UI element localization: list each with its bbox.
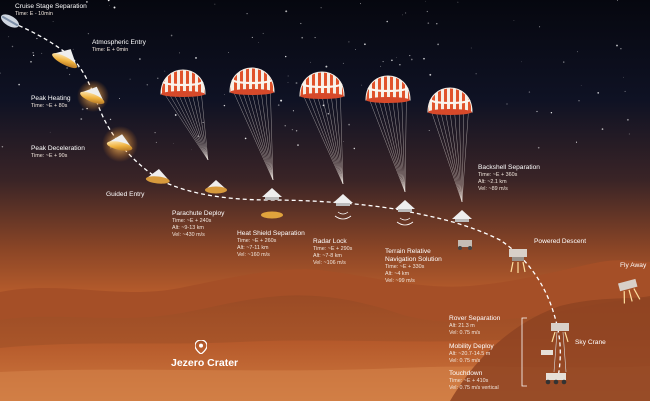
stage-title: Backshell Separation — [478, 164, 540, 171]
stage-detail: Vel: 0.75 m/s — [449, 357, 481, 364]
parachute-3 — [299, 71, 345, 185]
entry-capsule-1 — [52, 49, 78, 69]
entry-capsule-4 — [145, 169, 170, 184]
stage-label-fly-away: Fly Away — [620, 262, 646, 270]
rover-descent-1 — [458, 240, 472, 250]
stage-label-guided-entry: Guided Entry — [106, 191, 144, 199]
location-label: Jezero Crater — [171, 357, 239, 369]
stage-title: Sky Crane — [575, 339, 606, 346]
stage-detail: Alt: 21.3 m — [449, 323, 475, 330]
parachute-capsule — [205, 180, 227, 194]
stage-title: Rover Separation — [449, 315, 501, 322]
stage-detail: Time: E - 10min — [15, 11, 53, 18]
stage-detail: Vel: 0.75 m/s vertical — [449, 384, 499, 391]
stage-detail: Alt: ~7-11 km — [237, 244, 269, 251]
fly-away-stage — [618, 278, 641, 304]
radar-capsule — [333, 194, 353, 220]
stage-title: Parachute Deploy — [172, 210, 225, 217]
stage-detail: Alt: ~7-8 km — [313, 252, 342, 259]
stage-label-powered-descent: Powered Descent — [534, 238, 586, 246]
stage-title: Fly Away — [620, 262, 647, 269]
stage-title: Navigation Solution — [385, 256, 442, 264]
stage-title: Radar Lock — [313, 238, 347, 245]
parachute-5 — [427, 87, 473, 203]
stage-detail: Time: ~E + 260s — [237, 238, 277, 245]
location-pin-icon — [195, 340, 207, 354]
sky-crane-bracket — [521, 317, 527, 387]
stage-title: Powered Descent — [534, 238, 587, 245]
stage-detail: Time: ~E + 240s — [172, 218, 212, 225]
stage-detail: Vel: ~430 m/s — [172, 231, 205, 238]
cruise-stage-spacecraft — [0, 14, 20, 28]
right-cliff — [450, 296, 650, 401]
stage-detail: Vel: ~99 m/s — [385, 277, 415, 284]
stage-detail: Vel: ~89 m/s — [478, 185, 508, 192]
stage-detail: Time: ~E + 290s — [313, 246, 353, 253]
stage-detail: Time: ~E + 80s — [31, 103, 68, 110]
stage-detail: Alt: ~9-13 km — [172, 224, 204, 231]
rover-mobility-deploy — [541, 350, 553, 355]
stage-detail: Time: ~E + 330s — [385, 264, 425, 271]
parachute-1 — [160, 69, 209, 161]
stage-detail: Alt: ~20.7-14.5 m — [449, 351, 491, 358]
trajectory-path — [5, 19, 561, 379]
stage-detail: Vel: 0.75 m/s — [449, 329, 481, 336]
backshell-capsule — [452, 210, 472, 222]
stage-label-sky-crane: Sky Crane — [575, 339, 606, 347]
stage-title: Heat Shield Separation — [237, 230, 305, 237]
stage-detail: Alt: ~4 km — [385, 271, 410, 278]
stage-title: Atmospheric Entry — [92, 39, 146, 46]
stage-title: Cruise Stage Separation — [15, 3, 87, 10]
parachute-4 — [365, 75, 411, 193]
sky-crane-stage — [551, 323, 569, 373]
stage-detail: Time: ~E + 90s — [31, 153, 68, 160]
parachutes — [160, 67, 473, 203]
stage-title: Mobility Deploy — [449, 343, 494, 350]
trn-capsule — [395, 200, 415, 226]
entry-capsule-2 — [77, 80, 109, 112]
falling-heat-shield — [261, 211, 283, 219]
stage-title: Touchdown — [449, 370, 483, 377]
entry-capsule-3 — [102, 126, 138, 162]
stage-title: Peak Heating — [31, 95, 71, 102]
stage-detail: Alt: ~2.1 km — [478, 178, 507, 185]
stage-title: Terrain Relative — [385, 248, 431, 255]
stage-title: Guided Entry — [106, 191, 145, 198]
stage-detail: Time: ~E + 410s — [449, 378, 489, 385]
powered-descent-stage — [509, 249, 527, 273]
stage-detail: Vel: ~106 m/s — [313, 259, 346, 266]
stage-title: Peak Deceleration — [31, 145, 85, 152]
heat-shield-capsule — [262, 188, 282, 200]
stage-detail: Time: E + 0min — [92, 47, 129, 54]
stage-detail: Time: ~E + 360s — [478, 172, 518, 179]
rover-touchdown — [545, 373, 567, 385]
parachute-2 — [229, 67, 275, 181]
stage-detail: Vel: ~160 m/s — [237, 251, 270, 258]
